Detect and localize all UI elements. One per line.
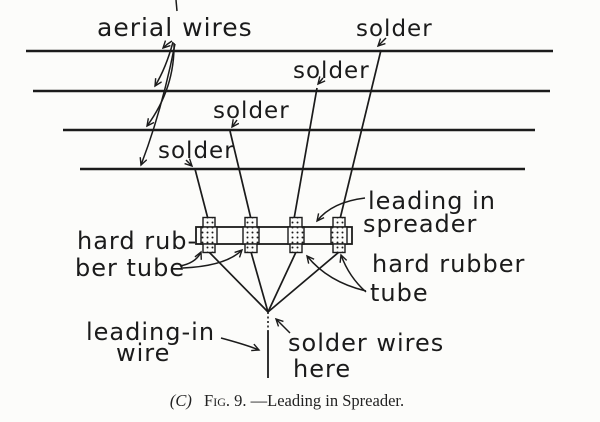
solder-third-arrow (232, 120, 237, 127)
drop-wire-from-line-3 (229, 130, 252, 220)
converging-wire-3 (250, 251, 269, 313)
label-leading-in-spreader-line2: spreader (363, 210, 477, 238)
drop-wire-from-line-2 (293, 87, 318, 220)
converging-wire-2 (267, 251, 297, 313)
hard-rubber-right-arrow-to-tube-3 (307, 256, 367, 292)
tube-1-bottom-cap (202, 243, 216, 254)
tube-2-bottom-cap (244, 243, 258, 254)
label-hard-rubber-left-line2: ber tube (75, 254, 185, 282)
solder-wires-here-arrow (276, 319, 291, 334)
tube-1-top-cap (202, 216, 216, 228)
label-solder-third: solder (213, 98, 290, 124)
leading-in-wire-arrow (220, 337, 259, 350)
rubber-tube-2 (242, 216, 260, 254)
hard-rubber-left-arrow-to-tube-2 (182, 250, 242, 269)
figure-caption: (C) Fig. 9. —Leading in Spreader. (170, 391, 404, 410)
drop-wire-from-line-1 (339, 49, 382, 220)
hard-rubber-right-arrow-to-tube-4 (341, 255, 367, 293)
label-aerial-wires: aerial wires (97, 13, 253, 42)
aerial-wires-arrow-to-line-1 (163, 41, 173, 48)
tube-1-body (200, 226, 218, 245)
caption-part-prefix: (C) (170, 391, 192, 410)
tube-4-bottom-cap (332, 243, 346, 254)
aerial-wires-arrow-to-line-3 (147, 42, 175, 126)
drop-wire-from-line-4 (194, 168, 209, 220)
label-hard-rubber-left-line1: hard rub- (77, 227, 197, 255)
solder-top-arrow (378, 37, 387, 46)
hard-rubber-left-arrow-to-tube-1 (179, 252, 201, 267)
solder-second-arrow (318, 78, 323, 84)
tube-4-body (330, 226, 348, 245)
aerial-wires-lines (26, 49, 553, 171)
tube-4-top-cap (332, 216, 346, 228)
label-leading-in-spreader-line1: leading in (368, 187, 496, 215)
aerial-wires-leader-tail (175, 0, 178, 12)
rubber-tube-4 (330, 216, 348, 254)
label-leading-in-wire-line2: wire (116, 339, 170, 367)
caption-part-figure-number: Fig. 9. (204, 391, 246, 410)
leader-arrows (141, 0, 387, 350)
spreader-bar (195, 226, 353, 245)
aerial-wires-arrow-to-line-2 (155, 41, 174, 86)
label-solder-wires-here-line1: solder wires (288, 329, 444, 357)
converging-wire-1 (267, 251, 340, 313)
leading-in-spreader-arrow (317, 197, 366, 221)
label-leading-in-wire-line1: leading-in (86, 318, 215, 346)
label-solder-wires-here-line2: here (293, 355, 351, 383)
tube-2-body (242, 226, 260, 245)
solder-fourth-arrow (186, 160, 192, 166)
tube-2-top-cap (244, 216, 258, 228)
label-solder-fourth: solder (158, 138, 235, 164)
caption-part-title: —Leading in Spreader. (250, 391, 405, 410)
tube-3-bottom-cap (289, 243, 303, 254)
rubber-tube-1 (200, 216, 218, 254)
label-solder-second: solder (293, 58, 370, 84)
tube-3-body (287, 226, 305, 245)
label-hard-rubber-right-line1: hard rubber (372, 250, 525, 278)
label-hard-rubber-right-line2: tube (370, 279, 429, 307)
tube-3-top-cap (289, 216, 303, 228)
label-solder-top: solder (356, 16, 433, 42)
aerial-wires-arrow-to-line-4 (141, 43, 176, 165)
labels: aerial wires solder solder solder solder… (75, 13, 525, 383)
rubber-tubes (200, 216, 348, 254)
rubber-tube-3 (287, 216, 305, 254)
